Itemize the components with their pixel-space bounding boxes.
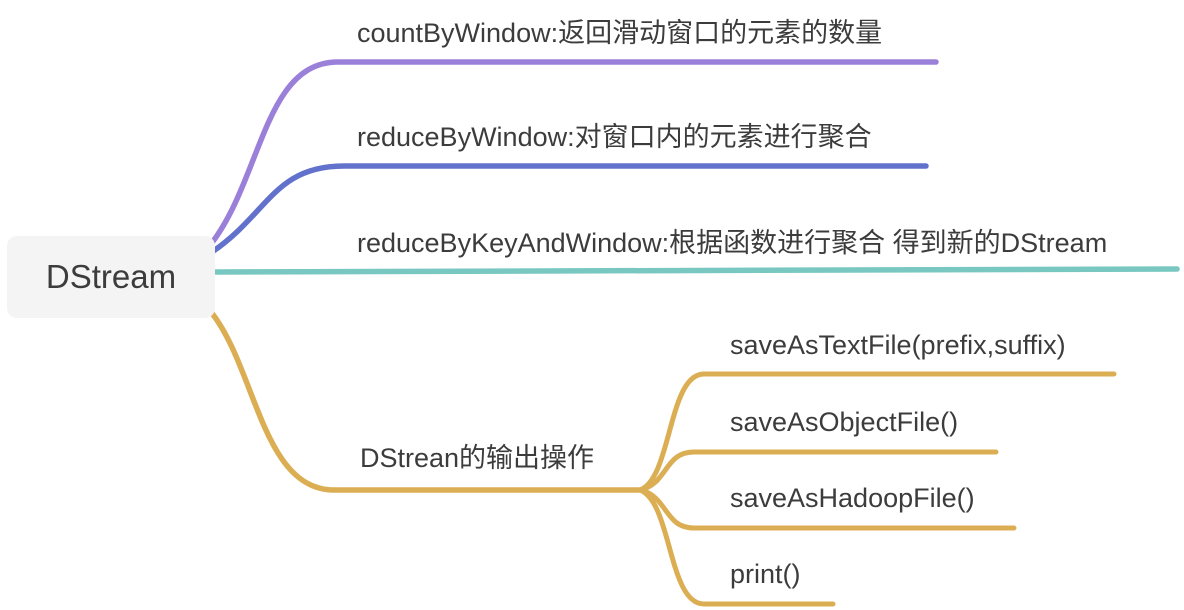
branch-line-saveAsTextFile xyxy=(637,371,1117,493)
topic-reduceByKeyAndWindow[interactable]: reduceByKeyAndWindow:根据函数进行聚合 得到新的DStrea… xyxy=(357,228,1108,258)
branch-line-reduceByKeyAndWindow xyxy=(211,266,1180,275)
topic-saveAsObjectFile[interactable]: saveAsObjectFile() xyxy=(730,407,959,437)
branch-line-saveAsObjectFile xyxy=(637,449,999,493)
topic-saveAsTextFile[interactable]: saveAsTextFile(prefix,suffix) xyxy=(730,330,1066,360)
topic-countByWindow[interactable]: countByWindow:返回滑动窗口的元素的数量 xyxy=(357,18,883,48)
root-topic-dstream[interactable]: DStream xyxy=(7,236,215,318)
topic-output-operations[interactable]: DStrean的输出操作 xyxy=(360,443,595,473)
topic-saveAsHadoopFile[interactable]: saveAsHadoopFile() xyxy=(730,483,975,513)
topic-print[interactable]: print() xyxy=(730,559,801,589)
branch-line-reduceByWindow xyxy=(209,163,929,255)
branch-line-output-operations xyxy=(208,309,643,493)
branch-line-print xyxy=(637,487,836,607)
root-topic-label: DStream xyxy=(45,258,177,295)
topic-reduceByWindow[interactable]: reduceByWindow:对窗口内的元素进行聚合 xyxy=(357,122,872,152)
branch-line-countByWindow xyxy=(208,59,939,247)
